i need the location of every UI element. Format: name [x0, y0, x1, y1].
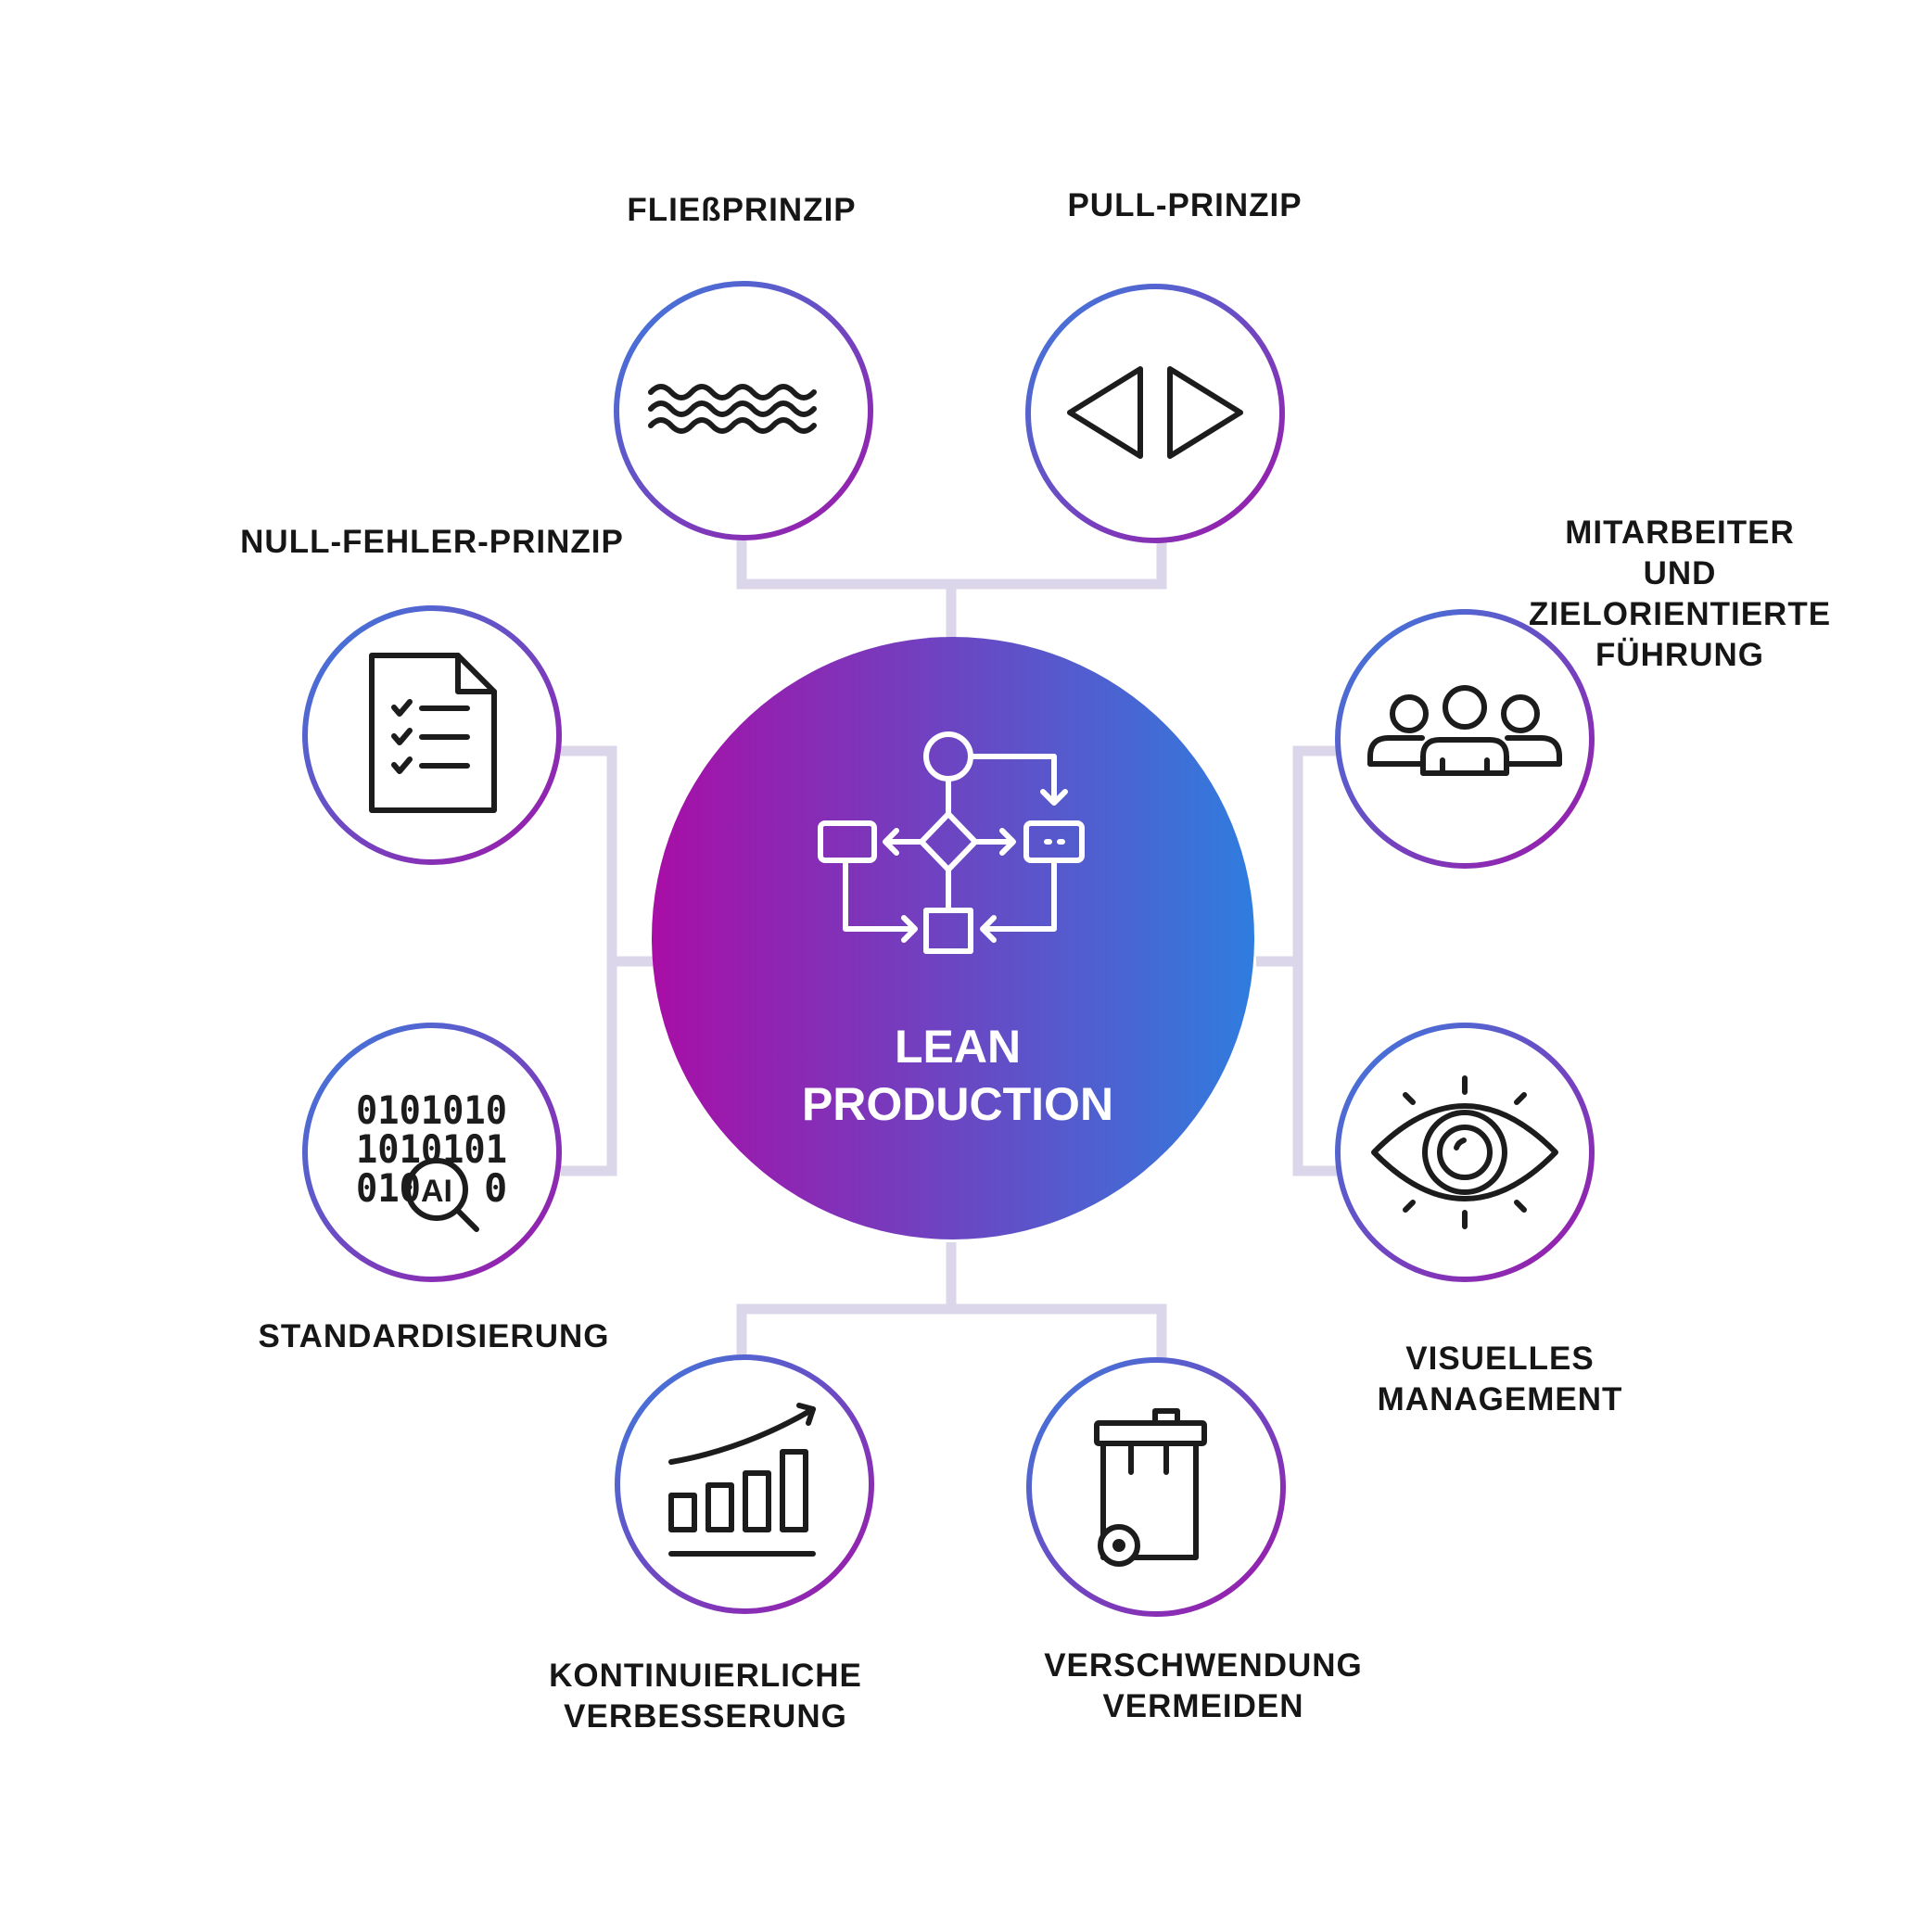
- growth-chart-icon: [668, 1403, 816, 1557]
- label-verschwendung: VERSCHWENDUNG VERMEIDEN: [1044, 1647, 1363, 1724]
- label-null-fehler: NULL-FEHLER-PRINZIP: [240, 524, 624, 560]
- label-kontinuierliche: KONTINUIERLICHE VERBESSERUNG: [549, 1658, 862, 1735]
- label-fliessprinzip: FLIEßPRINZIP: [627, 192, 857, 228]
- connector-top: [736, 538, 1167, 640]
- center-title-line1: LEAN: [895, 1021, 1021, 1073]
- connector-left: [561, 745, 658, 1176]
- team-icon: [1367, 685, 1562, 776]
- binary-ai-icon: [405, 1158, 479, 1232]
- label-mitarbeiter: MITARBEITER UND ZIELORIENTIERTE FÜHRUNG: [1528, 515, 1832, 673]
- binary-row-3-end: 0: [484, 1165, 507, 1211]
- connector-bottom: [736, 1242, 1167, 1361]
- node-ring-standardisierung: [302, 1023, 562, 1282]
- node-ring-visuelles-management: [1335, 1023, 1595, 1282]
- connector-lines: [561, 538, 1344, 1361]
- binary-row-3: 010: [356, 1165, 421, 1211]
- eye-icon: [1371, 1075, 1558, 1229]
- center-circle: [652, 637, 1254, 1239]
- checklist-icon: [369, 653, 497, 813]
- waves-icon: [648, 384, 817, 434]
- node-ring-fliessprinzip: [614, 281, 873, 540]
- label-pull-prinzip: PULL-PRINZIP: [1067, 187, 1303, 223]
- binary-row-1: 0101010: [356, 1087, 507, 1133]
- label-standardisierung: STANDARDISIERUNG: [258, 1318, 610, 1354]
- node-ring-pull-prinzip: [1025, 284, 1285, 543]
- node-ring-verschwendung: [1026, 1357, 1286, 1617]
- connector-right: [1256, 745, 1344, 1176]
- center-title-line2: PRODUCTION: [802, 1078, 1113, 1130]
- binary-row-2: 1010101: [356, 1126, 507, 1172]
- flowchart-icon: [818, 731, 1085, 954]
- pull-arrows-icon: [1067, 366, 1243, 459]
- trash-bin-icon: [1094, 1408, 1207, 1567]
- label-visuelles-management: VISUELLES MANAGEMENT: [1377, 1341, 1623, 1417]
- ai-text: AI: [421, 1174, 452, 1209]
